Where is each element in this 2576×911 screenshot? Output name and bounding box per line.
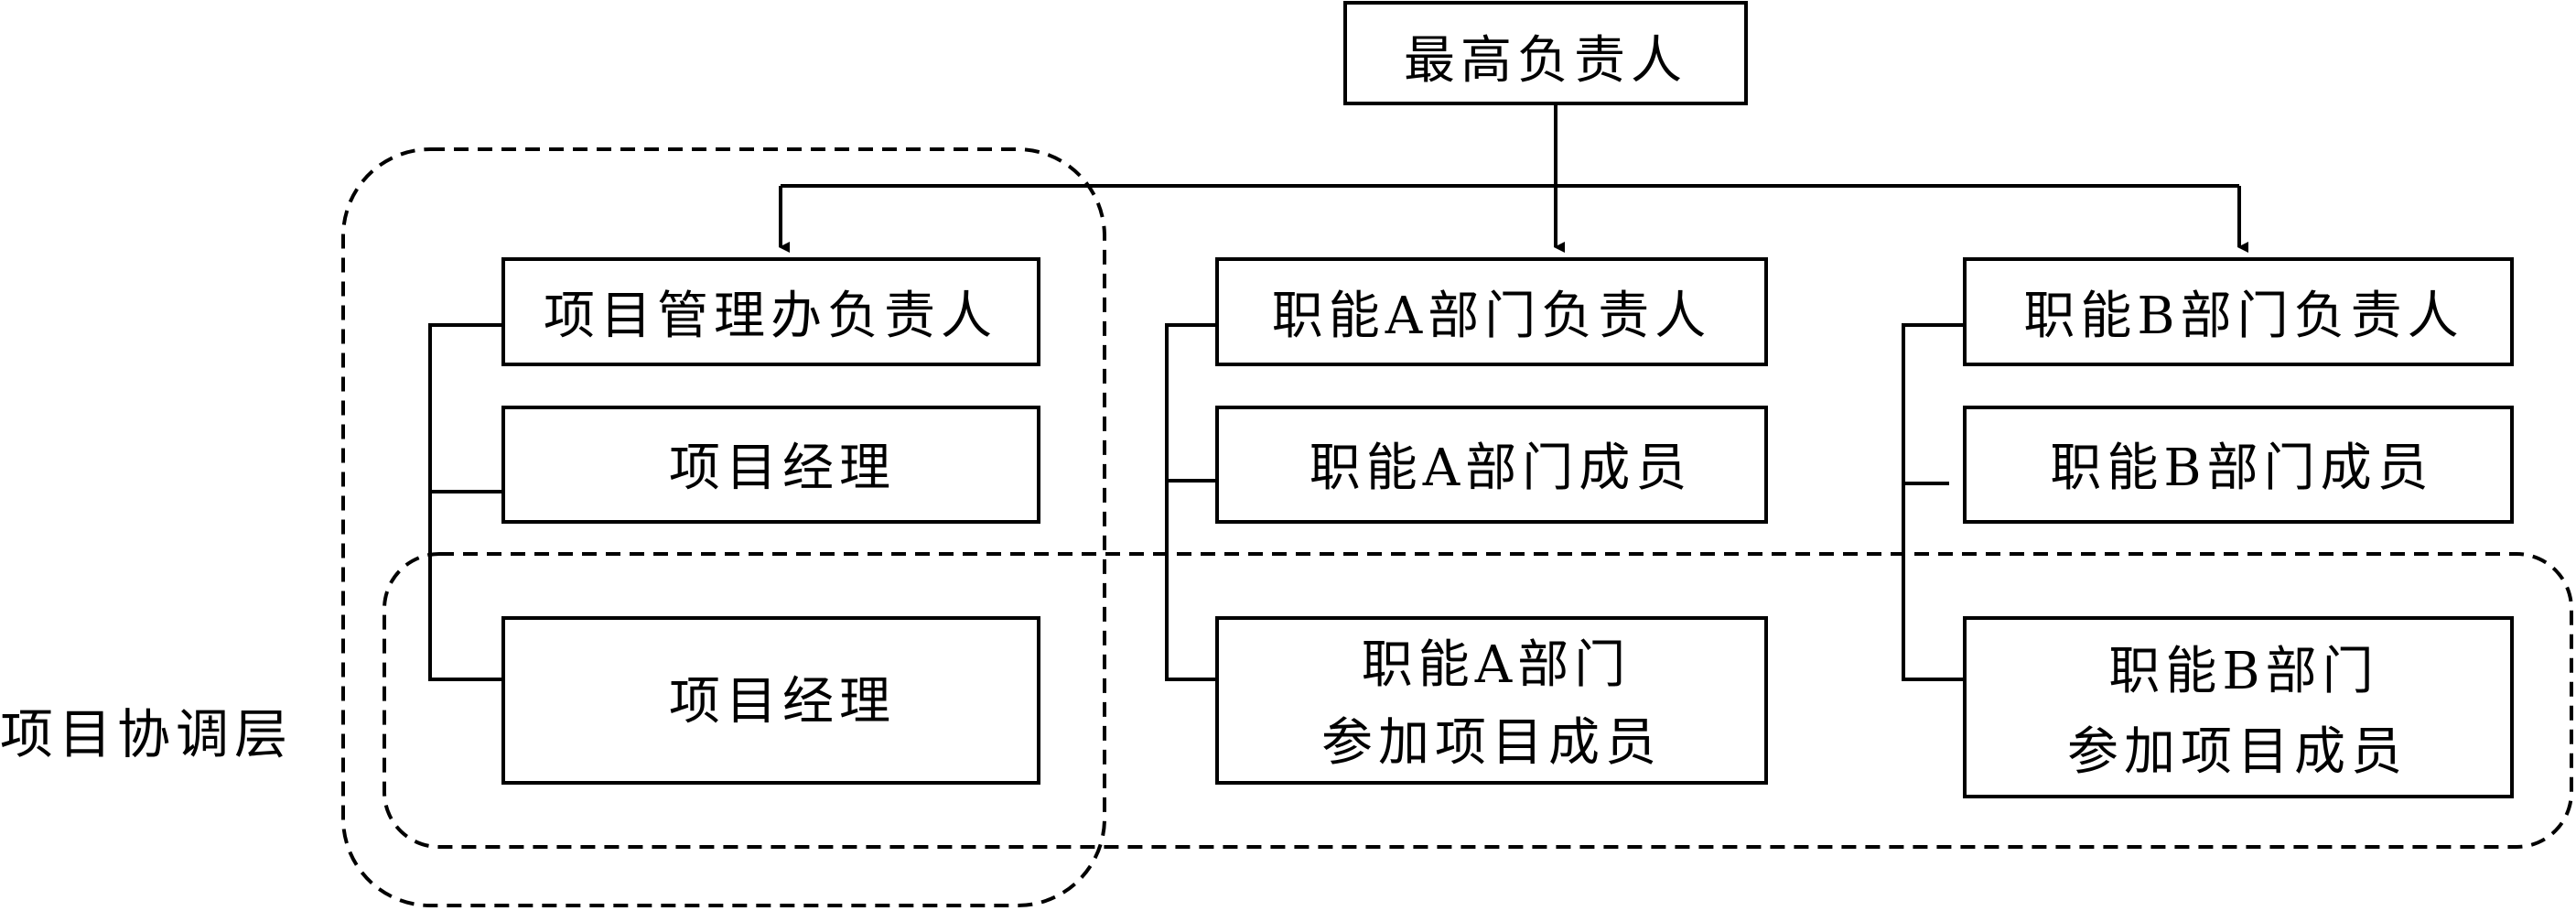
function-a-coord-label-line-2: 参加项目成员 — [1321, 713, 1662, 773]
project-office-head-box — [501, 257, 1040, 366]
coordination-layer-outline — [383, 552, 2573, 849]
function-b-coord-box — [1963, 616, 2514, 798]
function-b-coord-label-line-2: 参加项目成员 — [2067, 722, 2408, 782]
function-a-coord-box — [1215, 616, 1768, 785]
top-leader-box — [1343, 1, 1748, 105]
function-a-coord-label-line-1: 职能A部门 — [1362, 635, 1631, 695]
project-manager-coord-label: 项目经理 — [669, 672, 896, 732]
column-3-bracket — [1902, 323, 1965, 681]
top-leader-label: 最高负责人 — [1404, 31, 1687, 91]
coordination-layer-label: 项目协调层 — [0, 703, 293, 765]
column-1-bracket — [428, 323, 503, 681]
function-b-member-label: 职能B部门成员 — [2050, 439, 2433, 498]
project-manager-coord-box — [501, 616, 1040, 785]
project-manager-label: 项目经理 — [669, 439, 896, 498]
column-2-bracket — [1165, 323, 1217, 681]
function-b-head-box — [1963, 257, 2514, 366]
function-b-member-box — [1963, 406, 2514, 524]
project-manager-box — [501, 406, 1040, 524]
project-office-group-outline — [341, 147, 1106, 907]
function-a-member-label: 职能A部门成员 — [1310, 439, 1692, 498]
function-a-head-label: 职能A部门负责人 — [1272, 287, 1711, 346]
function-a-head-box — [1215, 257, 1768, 366]
function-a-member-box — [1215, 406, 1768, 524]
function-b-head-label: 职能B部门负责人 — [2023, 287, 2463, 346]
function-b-coord-label-line-1: 职能B部门 — [2108, 642, 2378, 701]
project-office-head-label: 项目管理办负责人 — [544, 287, 997, 346]
